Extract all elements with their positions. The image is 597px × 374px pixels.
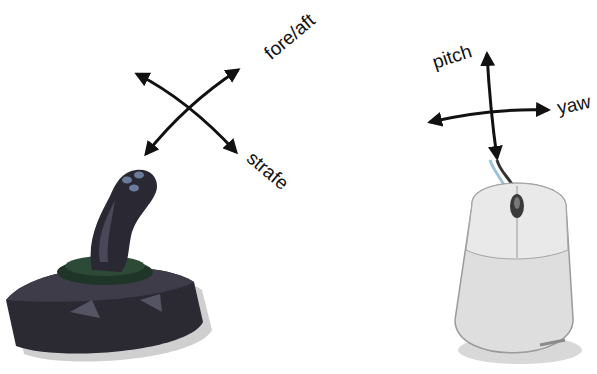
- mouse-illustration: [455, 160, 582, 364]
- axis-label: pitch: [430, 41, 474, 71]
- axis-label: strafe: [244, 147, 293, 192]
- joystick-illustration: [6, 170, 212, 362]
- mouse-axes: [430, 54, 548, 158]
- joystick-axes: [137, 70, 238, 154]
- axis-label: yaw: [555, 91, 592, 117]
- axis-label: fore/aft: [261, 10, 319, 63]
